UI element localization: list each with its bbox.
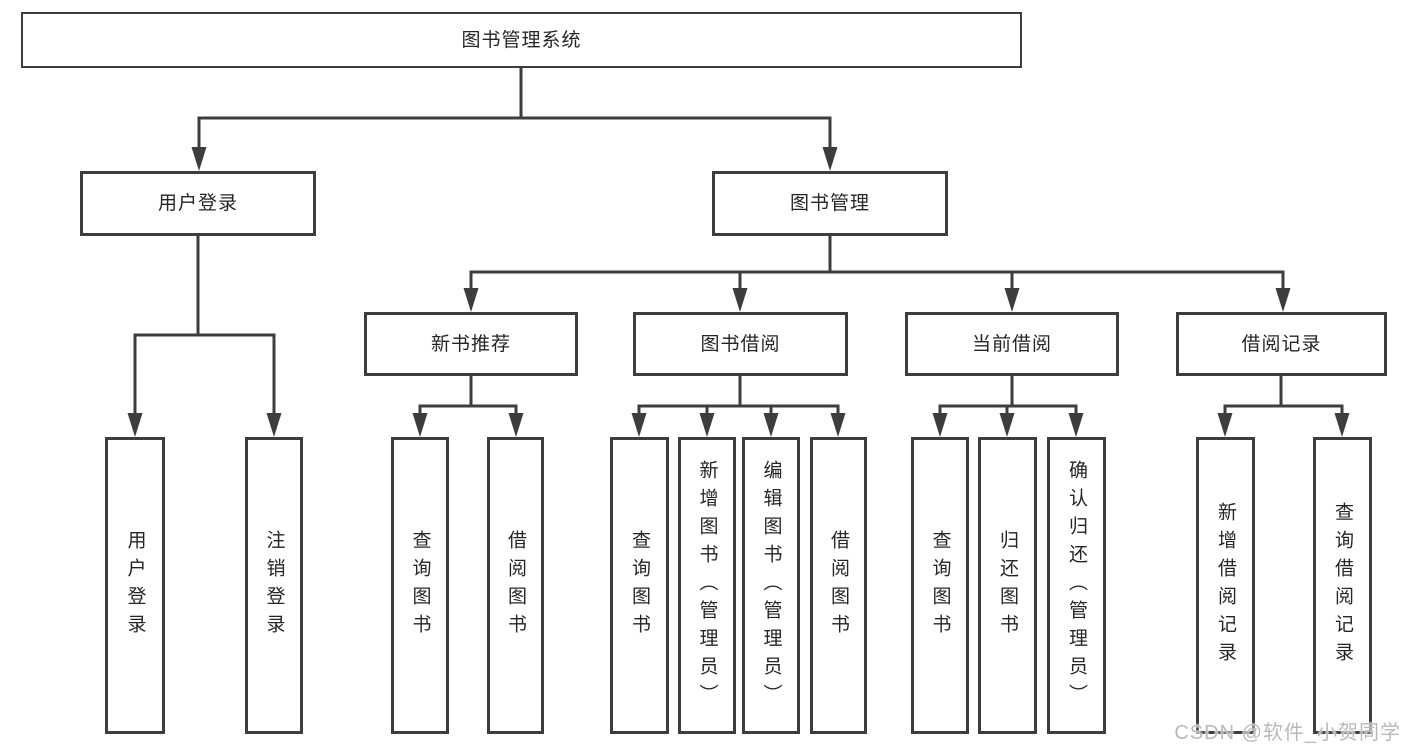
node-book-mgmt-label: 图书管理	[789, 193, 870, 214]
leaf-br-query-record: 查询借阅记录	[1313, 437, 1372, 734]
node-user-login: 用户登录	[80, 171, 316, 236]
connector-book-mgmt-branch	[463, 236, 1291, 312]
connector-current-borrow-branch	[932, 376, 1084, 437]
leaf-logout: 注销登录	[245, 437, 303, 734]
node-book-borrow: 图书借阅	[633, 312, 848, 376]
leaf-cb-return-books-label: 归还图书	[997, 529, 1018, 642]
node-current-borrow: 当前借阅	[905, 312, 1119, 376]
leaf-bb-edit-books-admin-label: 编辑图书（管理员）	[760, 459, 782, 712]
leaf-br-add-record: 新增借阅记录	[1196, 437, 1255, 734]
node-book-mgmt: 图书管理	[712, 171, 948, 236]
leaf-user-login-label: 用户登录	[124, 529, 146, 642]
leaf-cb-query-books-label: 查询图书	[929, 529, 951, 642]
node-book-borrow-label: 图书借阅	[700, 333, 781, 355]
node-borrow-records: 借阅记录	[1176, 312, 1387, 376]
node-new-books: 新书推荐	[364, 312, 578, 376]
csdn-watermark: CSDN @软件_小贺同学	[1174, 722, 1401, 744]
connector-root-to-level2	[191, 68, 838, 171]
leaf-cb-return-books: 归还图书	[978, 437, 1037, 734]
node-user-login-label: 用户登录	[157, 193, 238, 214]
leaf-nb-borrow-books: 借阅图书	[487, 437, 544, 734]
node-root-label: 图书管理系统	[461, 29, 582, 51]
leaf-cb-confirm-return-admin-label: 确认归还（管理员）	[1066, 459, 1087, 712]
node-root: 图书管理系统	[21, 12, 1022, 68]
leaf-bb-query-books: 查询图书	[610, 437, 669, 734]
leaf-nb-query-books: 查询图书	[391, 437, 449, 734]
leaf-bb-edit-books-admin: 编辑图书（管理员）	[742, 437, 800, 734]
leaf-logout-label: 注销登录	[263, 529, 285, 642]
leaf-bb-borrow-books: 借阅图书	[810, 437, 867, 734]
leaf-bb-query-books-label: 查询图书	[629, 529, 650, 642]
connector-borrow-records-branch	[1217, 376, 1350, 437]
leaf-bb-add-books-admin: 新增图书（管理员）	[678, 437, 736, 734]
connector-new-books-branch	[412, 376, 524, 437]
leaf-br-query-record-label: 查询借阅记录	[1332, 501, 1353, 670]
node-borrow-records-label: 借阅记录	[1241, 333, 1322, 355]
leaf-user-login: 用户登录	[105, 437, 165, 734]
leaf-cb-confirm-return-admin: 确认归还（管理员）	[1047, 437, 1106, 734]
leaf-bb-add-books-admin-label: 新增图书（管理员）	[696, 459, 718, 712]
leaf-bb-borrow-books-label: 借阅图书	[828, 529, 849, 642]
leaf-br-add-record-label: 新增借阅记录	[1215, 501, 1236, 670]
connector-user-login-branch	[127, 236, 282, 437]
node-current-borrow-label: 当前借阅	[971, 333, 1052, 355]
leaf-nb-query-books-label: 查询图书	[409, 529, 431, 642]
node-new-books-label: 新书推荐	[430, 333, 511, 355]
leaf-nb-borrow-books-label: 借阅图书	[505, 529, 526, 642]
connector-book-borrow-branch	[631, 376, 846, 437]
leaf-cb-query-books: 查询图书	[911, 437, 969, 734]
